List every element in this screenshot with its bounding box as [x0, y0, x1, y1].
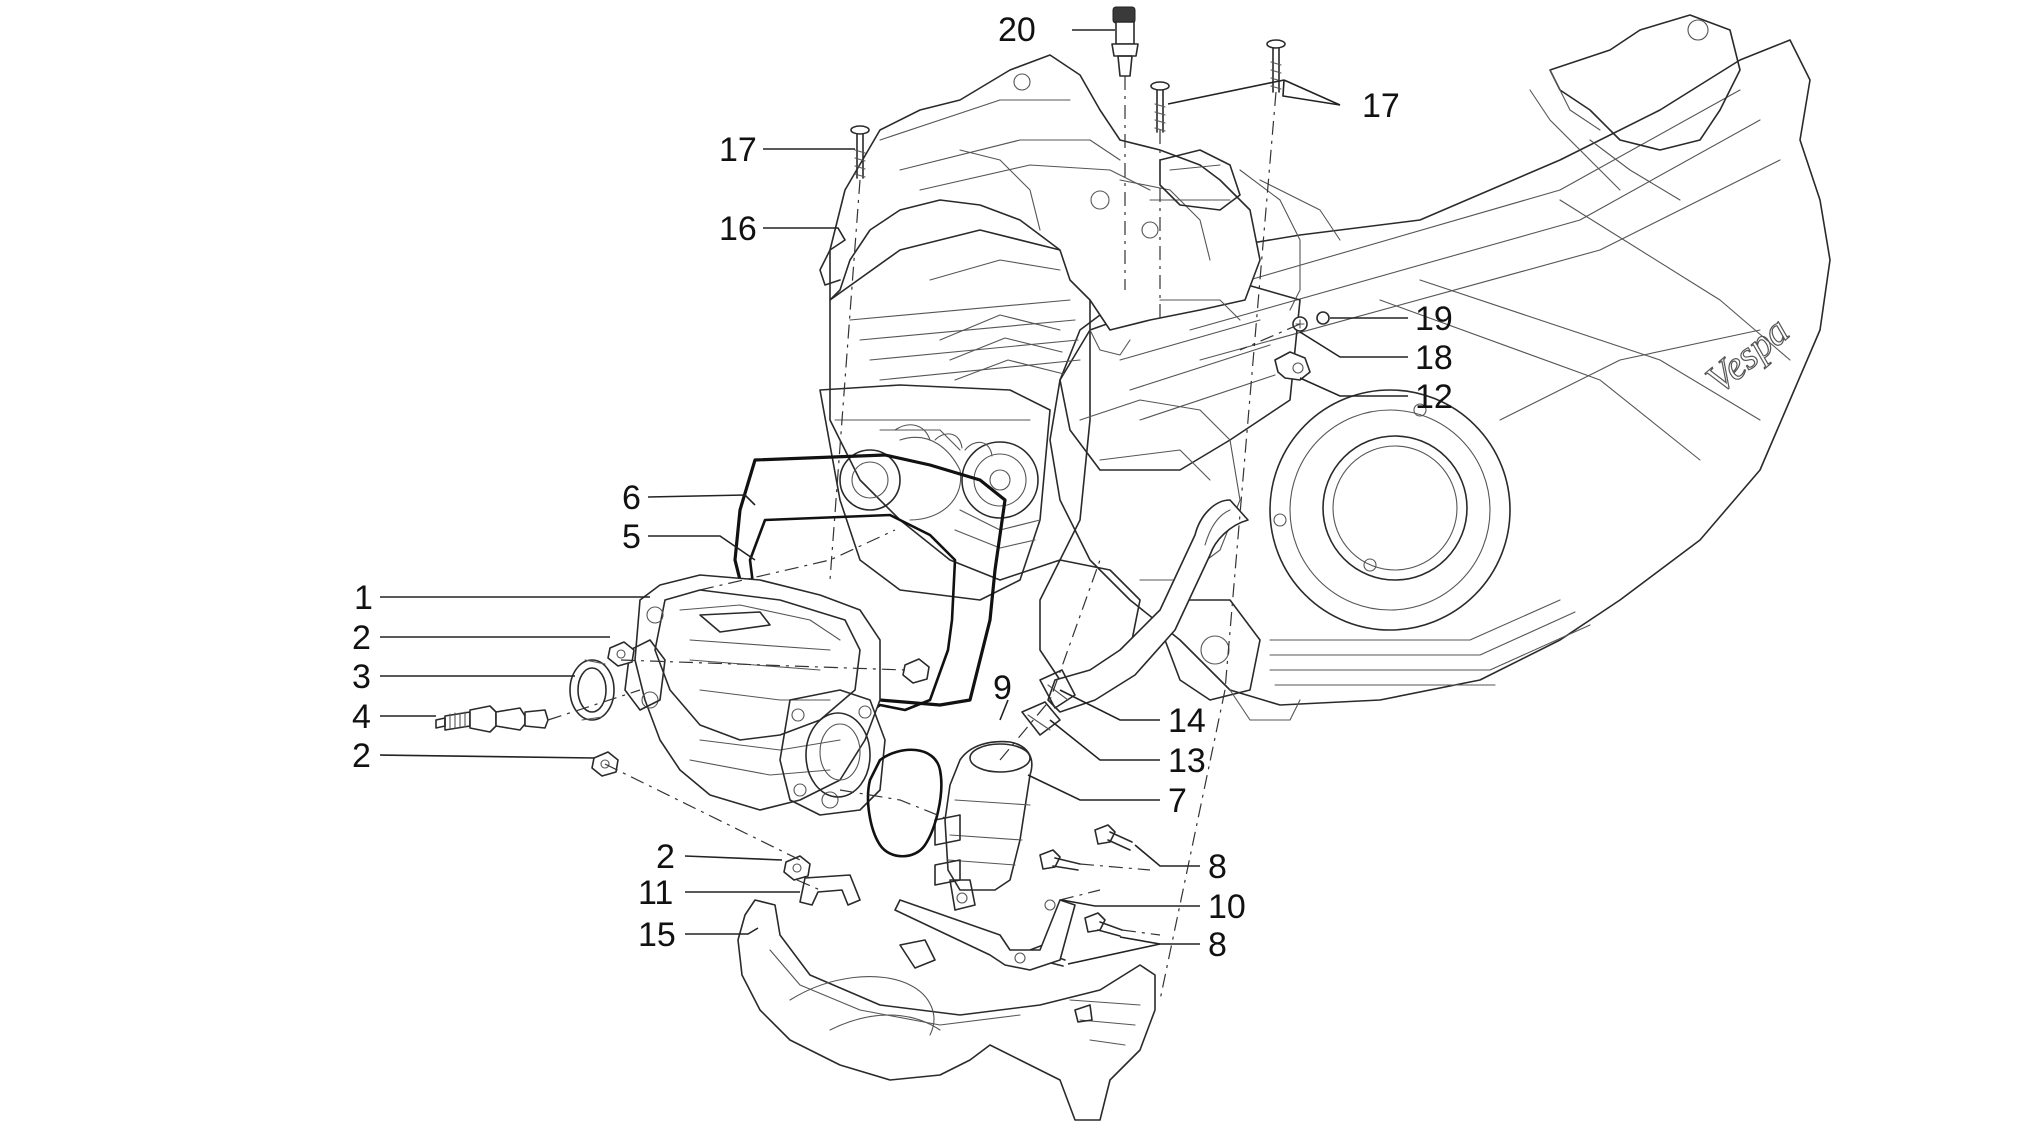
label-8-bottom: 8 [1208, 926, 1227, 964]
label-6: 6 [622, 479, 641, 517]
label-8-top: 8 [1208, 848, 1227, 886]
part-19-washer [1316, 311, 1330, 325]
part-8-screw-c [1084, 912, 1123, 937]
label-2-mid: 2 [352, 737, 371, 775]
part-15-lower-cover [737, 899, 1156, 1121]
label-11: 11 [638, 874, 673, 912]
label-17-right: 17 [1362, 87, 1400, 125]
part-20-temperature-sensor [1111, 6, 1139, 77]
label-5: 5 [622, 518, 641, 556]
label-17-left: 17 [719, 131, 757, 169]
label-19: 19 [1415, 300, 1453, 338]
label-4: 4 [352, 698, 371, 736]
label-15: 15 [638, 916, 676, 954]
part-17-screw-a [850, 125, 870, 179]
part-14-breather-hose [1039, 499, 1249, 713]
part-13-hose-clamp [1021, 701, 1061, 736]
label-10: 10 [1208, 888, 1246, 926]
part-labels: 20 17 17 16 19 18 12 6 5 1 2 3 4 2 9 14 … [352, 11, 1453, 964]
part-11-clip [799, 874, 861, 906]
label-7: 7 [1168, 782, 1187, 820]
label-9: 9 [993, 669, 1012, 707]
part-9-oval-gasket [866, 748, 943, 858]
part-12-bracket [1274, 351, 1311, 381]
part-2-bolt-d [902, 658, 930, 684]
label-20: 20 [998, 11, 1036, 49]
label-13: 13 [1168, 742, 1206, 780]
label-2-low: 2 [656, 838, 675, 876]
part-3-sealing-ring [569, 659, 615, 721]
label-18: 18 [1415, 339, 1453, 377]
part-17-screw-b [1150, 81, 1170, 133]
part-8-screw-a [1094, 824, 1133, 851]
part-7-breather-body [934, 740, 1033, 911]
part-10-bracket [894, 899, 1076, 971]
part-17-screw-c [1266, 39, 1286, 93]
label-16: 16 [719, 210, 757, 248]
part-8-screw-b [1039, 849, 1081, 871]
part-16-upper-cover [819, 54, 1341, 356]
label-14: 14 [1168, 702, 1206, 740]
label-1: 1 [354, 579, 373, 617]
assembly-axis-lines [547, 76, 1301, 1001]
label-2-top: 2 [352, 619, 371, 657]
vespa-logo: Vespa [1697, 307, 1797, 401]
part-4-spark-plug [435, 705, 549, 733]
part-2-bolt-a [607, 641, 635, 667]
label-3: 3 [352, 658, 371, 696]
leader-lines [379, 29, 1408, 965]
label-12: 12 [1415, 378, 1453, 416]
part-2-bolt-c [783, 855, 811, 881]
part-1-valve-cover [624, 574, 886, 816]
